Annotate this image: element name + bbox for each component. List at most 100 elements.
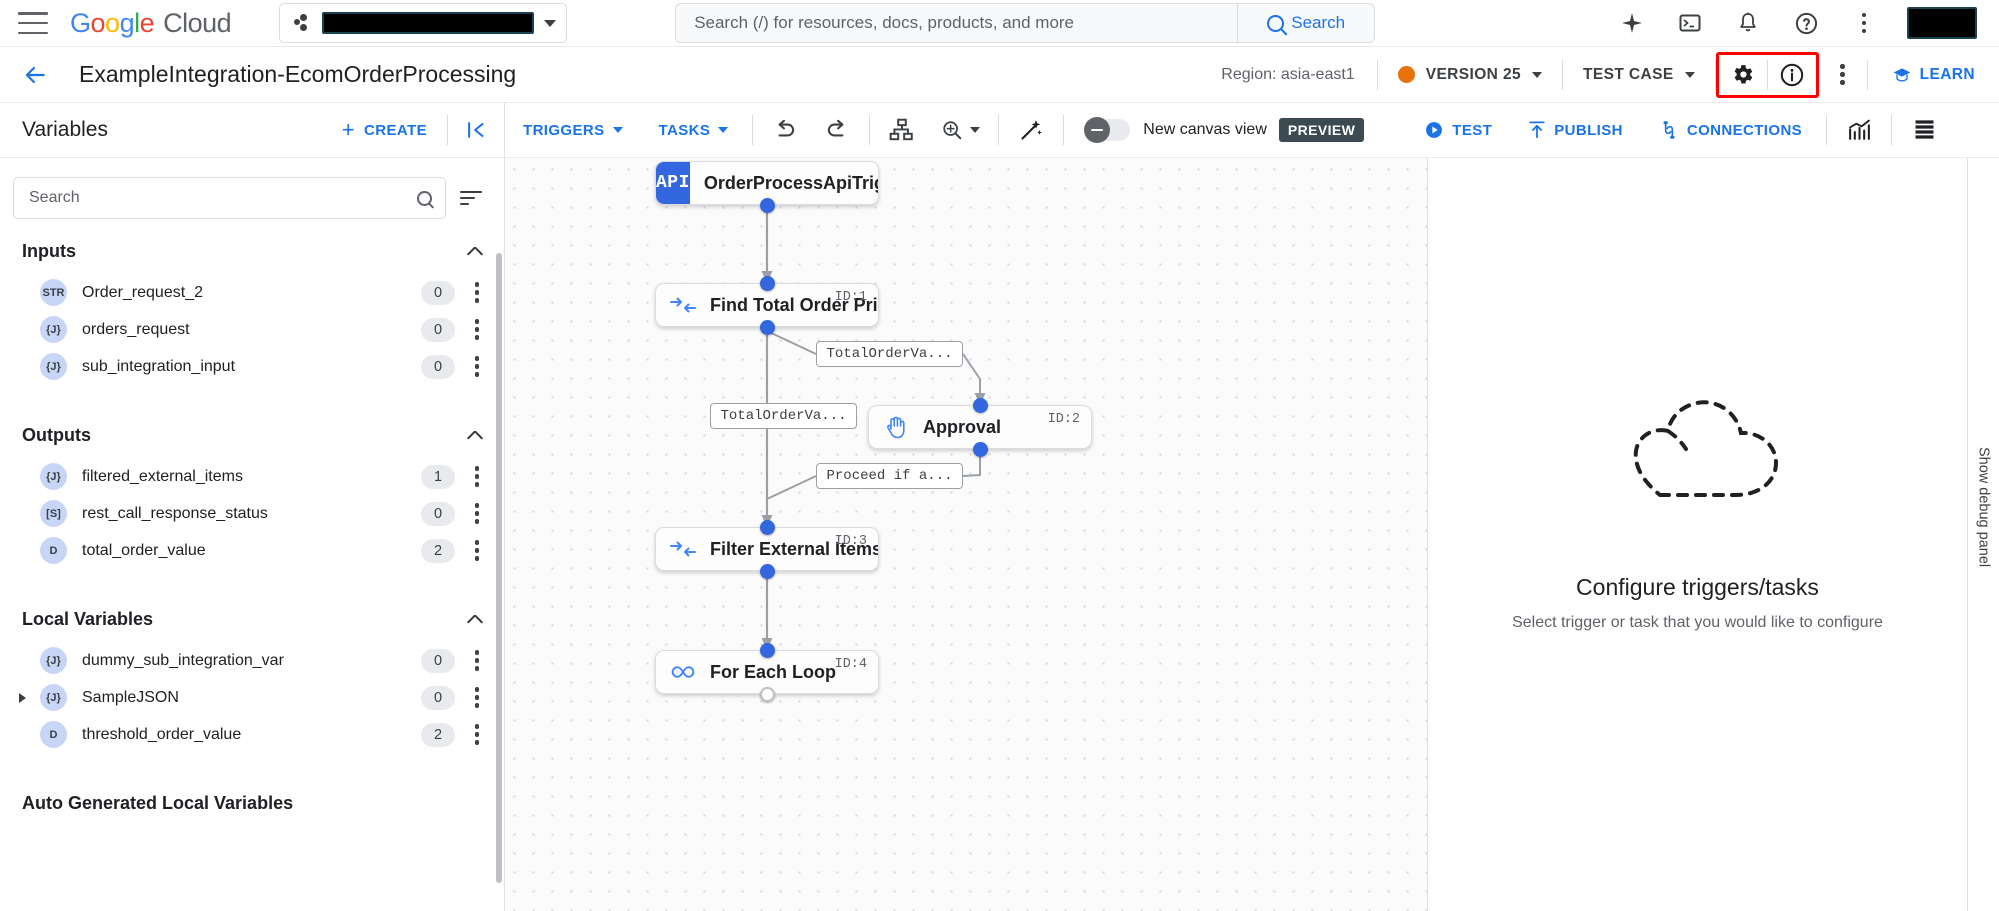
node-port[interactable] [759,564,775,579]
variable-type-chip: [S] [40,500,67,527]
analytics-chart-icon[interactable] [1833,110,1885,150]
sort-filter-icon[interactable] [460,185,486,211]
node-port[interactable] [759,276,775,291]
row-kebab-icon[interactable] [466,466,488,487]
canvas-node-trigger[interactable]: API OrderProcessApiTrigger [655,161,879,205]
project-selector[interactable] [279,3,568,43]
canvas-node-for-each-loop[interactable]: For Each Loop ID:4 [655,650,879,694]
undo-icon[interactable] [759,110,811,150]
show-debug-panel-strip[interactable]: Show debug panel [1967,103,1999,911]
gemini-spark-icon[interactable] [1617,8,1647,38]
create-variable-button[interactable]: + CREATE [322,119,447,141]
row-kebab-icon[interactable] [466,687,488,708]
test-case-selector[interactable]: TEST CASE [1563,66,1715,84]
project-name-redacted [322,12,535,34]
node-port[interactable] [759,687,775,702]
group-header-local-variables[interactable]: Local Variables [0,597,504,642]
row-kebab-icon[interactable] [466,319,488,340]
chevron-down-icon [544,19,557,27]
chevron-up-icon[interactable] [466,247,484,257]
global-search[interactable]: Search (/) for resources, docs, products… [675,3,1376,43]
learn-button[interactable]: LEARN [1868,65,1999,85]
list-item[interactable]: D threshold_order_value 2 [0,716,504,753]
group-header-outputs[interactable]: Outputs [0,413,504,458]
variable-name: threshold_order_value [82,725,242,743]
list-item[interactable]: STR Order_request_2 0 [0,274,504,311]
row-kebab-icon[interactable] [466,282,488,303]
variables-search-box[interactable]: Search [13,177,446,219]
test-button[interactable]: TEST [1406,120,1510,140]
google-cloud-logo[interactable]: Google Cloud [70,7,232,38]
publish-label: PUBLISH [1554,121,1623,139]
divider [1063,115,1065,145]
zoom-icon[interactable] [928,110,992,150]
variable-count: 0 [421,501,455,526]
avatar[interactable] [1907,7,1977,39]
variable-name: total_order_value [82,541,206,559]
variable-type-chip: {J} [40,647,67,674]
list-item[interactable]: {J} filtered_external_items 1 [0,458,504,495]
page-more-kebab-icon[interactable] [1819,55,1867,95]
magic-wand-icon[interactable] [1005,110,1057,150]
triggers-menu-button[interactable]: TRIGGERS [505,122,641,139]
edge-label[interactable]: TotalOrderVa... [710,403,857,429]
help-question-icon[interactable] [1791,8,1821,38]
info-circle-icon[interactable] [1768,55,1816,95]
cloud-shell-icon[interactable] [1675,8,1705,38]
top-bar-icons [1617,7,1999,39]
tasks-menu-button[interactable]: TASKS [641,122,747,139]
show-debug-panel-label[interactable]: Show debug panel [1975,446,1992,568]
node-port[interactable] [759,198,775,213]
settings-gear-icon[interactable] [1719,55,1767,95]
back-arrow-icon[interactable] [20,60,50,90]
group-header-inputs[interactable]: Inputs [0,229,504,274]
new-canvas-view-toggle[interactable] [1084,117,1131,143]
edge-label[interactable]: TotalOrderVa... [816,341,963,367]
notifications-bell-icon[interactable] [1733,8,1763,38]
variables-scrollbar[interactable] [496,253,502,883]
search-input[interactable]: Search (/) for resources, docs, products… [694,13,1075,32]
chevron-up-icon[interactable] [466,615,484,625]
version-selector[interactable]: VERSION 25 [1378,66,1562,84]
list-item[interactable]: {J} orders_request 0 [0,311,504,348]
expand-row-arrow-icon[interactable] [14,692,32,704]
list-item[interactable]: D total_order_value 2 [0,532,504,569]
list-item[interactable]: [S] rest_call_response_status 0 [0,495,504,532]
publish-button[interactable]: PUBLISH [1510,120,1641,140]
group-header-auto-generated-local-variables[interactable]: Auto Generated Local Variables [0,781,504,826]
variable-count: 0 [421,685,455,710]
node-port[interactable] [972,398,988,413]
variables-panel-header: Variables + CREATE [0,103,504,158]
collapse-left-icon[interactable] [448,103,504,157]
variable-count: 0 [421,354,455,379]
logs-list-icon[interactable] [1898,110,1950,150]
node-port[interactable] [759,320,775,335]
row-kebab-icon[interactable] [466,540,488,561]
row-kebab-icon[interactable] [466,356,488,377]
row-kebab-icon[interactable] [466,503,488,524]
variable-count: 0 [421,648,455,673]
node-port[interactable] [759,643,775,658]
connections-button[interactable]: CONNECTIONS [1641,120,1820,140]
search-input[interactable]: Search [29,189,80,206]
canvas-edges [761,205,986,650]
list-item[interactable]: {J} dummy_sub_integration_var 0 [0,642,504,679]
list-item[interactable]: {J} sub_integration_input 0 [0,348,504,385]
node-port[interactable] [972,442,988,457]
row-kebab-icon[interactable] [466,724,488,745]
row-kebab-icon[interactable] [466,650,488,671]
variable-name: rest_call_response_status [82,504,268,522]
triggers-label: TRIGGERS [523,121,605,139]
variable-type-chip: {J} [40,463,67,490]
search-button[interactable]: Search [1238,13,1374,33]
chevron-up-icon[interactable] [466,431,484,441]
hamburger-icon[interactable] [18,12,48,34]
kebab-more-icon[interactable] [1849,8,1879,38]
redo-icon[interactable] [811,110,863,150]
list-item[interactable]: {J} SampleJSON 0 [0,679,504,716]
variables-list[interactable]: Inputs STR Order_request_2 0 {J} orders_… [0,229,504,911]
integration-canvas[interactable]: API OrderProcessApiTrigger Find Total Or… [505,103,1427,911]
node-port[interactable] [759,520,775,535]
edge-label[interactable]: Proceed if a... [816,463,963,489]
auto-layout-icon[interactable] [876,110,928,150]
